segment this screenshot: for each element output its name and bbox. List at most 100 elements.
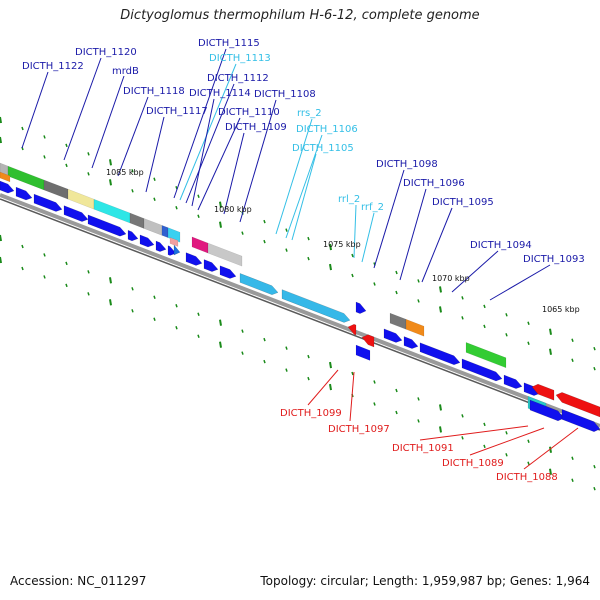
- rna-gene-arrow: [281, 289, 351, 323]
- tick-mark: [417, 419, 420, 423]
- forward-gene-arrow: [203, 259, 219, 272]
- gene-label-dicth-1096: DICTH_1096: [403, 178, 465, 189]
- tick-mark: [373, 380, 376, 384]
- tick-mark: [329, 361, 332, 369]
- tick-mark: [307, 354, 310, 359]
- tick-mark: [175, 206, 178, 210]
- tick-mark: [0, 256, 2, 264]
- tick-mark: [571, 338, 574, 342]
- gene-label-dicth-1089: DICTH_1089: [442, 458, 504, 469]
- tick-mark: [87, 270, 90, 274]
- leader-line: [349, 371, 355, 422]
- gene-label-dicth-1098: DICTH_1098: [376, 159, 438, 170]
- reverse-gene-arrow: [561, 409, 600, 432]
- tick-mark: [593, 486, 596, 491]
- tick-mark: [351, 371, 354, 376]
- scale-label: 1085 kbp: [106, 168, 144, 177]
- tick-mark: [461, 436, 464, 440]
- tick-mark: [505, 333, 508, 337]
- genome-backbone: [0, 193, 600, 431]
- tick-mark: [483, 324, 486, 329]
- tick-mark: [0, 116, 2, 124]
- backbone-edge: [0, 198, 600, 431]
- tick-mark: [527, 321, 530, 326]
- leader-line: [223, 132, 245, 215]
- forward-gene-arrow: [219, 265, 237, 279]
- gene-label-dicth-1112: DICTH_1112: [207, 73, 269, 84]
- tick-mark: [43, 253, 46, 257]
- backbone-line: [0, 193, 600, 428]
- leader-line: [239, 99, 277, 223]
- tick-mark: [285, 248, 288, 252]
- gene-label-dicth-1108: DICTH_1108: [254, 89, 316, 100]
- gene-label-dicth-1109: DICTH_1109: [225, 122, 287, 133]
- tick-mark: [21, 244, 24, 249]
- forward-gene-arrow: [127, 229, 139, 242]
- tick-mark: [439, 306, 442, 313]
- gene-label-rrf-2: rrf_2: [361, 202, 384, 213]
- forward-gene-arrow: [173, 244, 181, 256]
- tick-mark: [439, 404, 442, 411]
- gene-labels: DICTH_1122DICTH_1120mrdBDICTH_1118DICTH_…: [22, 38, 585, 483]
- forward-gene-arrow: [461, 358, 503, 382]
- tick-mark: [417, 279, 420, 283]
- label-leaders: [21, 48, 579, 470]
- tick-mark: [219, 201, 222, 208]
- rna-gene-arrow: [239, 273, 279, 295]
- gene-label-dicth-1122: DICTH_1122: [22, 61, 84, 72]
- tick-mark: [549, 348, 552, 355]
- leader-line: [419, 425, 529, 441]
- tick-mark: [461, 316, 464, 320]
- leader-line: [117, 96, 149, 177]
- leader-line: [307, 369, 339, 406]
- tick-mark: [439, 286, 442, 293]
- tick-mark: [285, 346, 288, 350]
- forward-gene-arrow: [33, 193, 63, 212]
- tick-mark: [527, 439, 530, 444]
- reverse-gene-arrow: [531, 383, 555, 401]
- tick-mark: [395, 290, 398, 295]
- cog-box: [389, 312, 407, 330]
- tick-mark: [65, 283, 68, 288]
- leader-line: [451, 250, 499, 293]
- forward-gene-arrow: [0, 180, 15, 194]
- cog-box: [169, 237, 179, 247]
- gene-label-dicth-1097: DICTH_1097: [328, 424, 390, 435]
- tick-mark: [395, 270, 398, 275]
- gene-label-rrl-2: rrl_2: [338, 194, 360, 205]
- feature-tracks: [0, 162, 600, 432]
- forward-gene-arrow: [185, 252, 203, 266]
- cog-box: [191, 236, 209, 254]
- tick-mark: [571, 358, 574, 362]
- cog-box: [143, 218, 163, 236]
- leader-line: [285, 134, 323, 239]
- gene-label-dicth-1120: DICTH_1120: [75, 47, 137, 58]
- forward-gene-arrow: [139, 234, 155, 248]
- tick-mark: [483, 444, 486, 449]
- tick-mark: [109, 159, 112, 166]
- leader-line: [145, 116, 165, 193]
- gene-label-rrs-2: rrs_2: [297, 108, 322, 119]
- tick-mark: [241, 329, 244, 333]
- forward-gene-arrow: [63, 205, 89, 222]
- tick-mark: [571, 456, 574, 460]
- scale-label: 1070 kbp: [432, 274, 470, 283]
- scale-label: 1080 kbp: [214, 205, 252, 214]
- tick-mark: [43, 135, 46, 139]
- tick-mark: [43, 155, 46, 159]
- forward-gene-arrow: [403, 336, 419, 349]
- tick-mark: [263, 359, 266, 364]
- tick-mark: [483, 422, 486, 427]
- tick-mark: [505, 313, 508, 317]
- tick-mark: [351, 253, 354, 258]
- tick-mark: [153, 177, 156, 182]
- tick-mark: [373, 402, 376, 406]
- tick-mark: [307, 376, 310, 381]
- forward-gene-arrow: [87, 214, 127, 237]
- leader-line: [179, 63, 237, 201]
- tick-mark: [505, 431, 508, 435]
- cog-box: [0, 171, 11, 183]
- leader-line: [191, 98, 215, 207]
- map-title: Dictyoglomus thermophilum H-6-12, comple…: [120, 8, 480, 23]
